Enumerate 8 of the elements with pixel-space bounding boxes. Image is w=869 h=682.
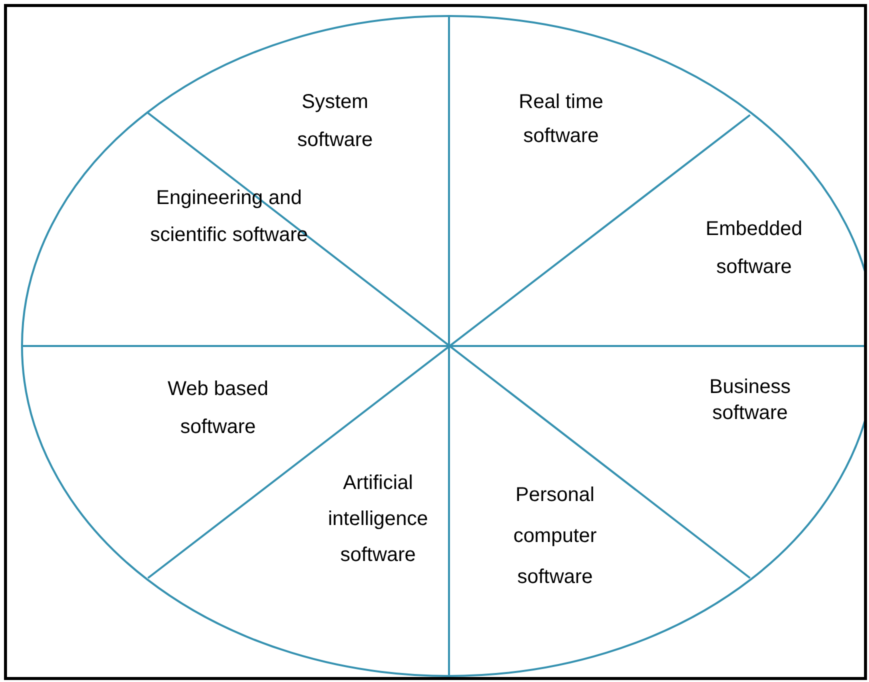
sector-label: Business software <box>708 375 792 426</box>
sector-label: Personal computer software <box>512 483 598 590</box>
sector-label: Engineering and scientific software <box>149 186 309 248</box>
sector-label: Real time software <box>518 90 604 149</box>
sector-label: Web based software <box>166 377 270 440</box>
sector-label: Artificial intelligence software <box>326 471 430 568</box>
sector-label: Embedded software <box>704 217 804 280</box>
sector-label: System software <box>296 90 374 153</box>
